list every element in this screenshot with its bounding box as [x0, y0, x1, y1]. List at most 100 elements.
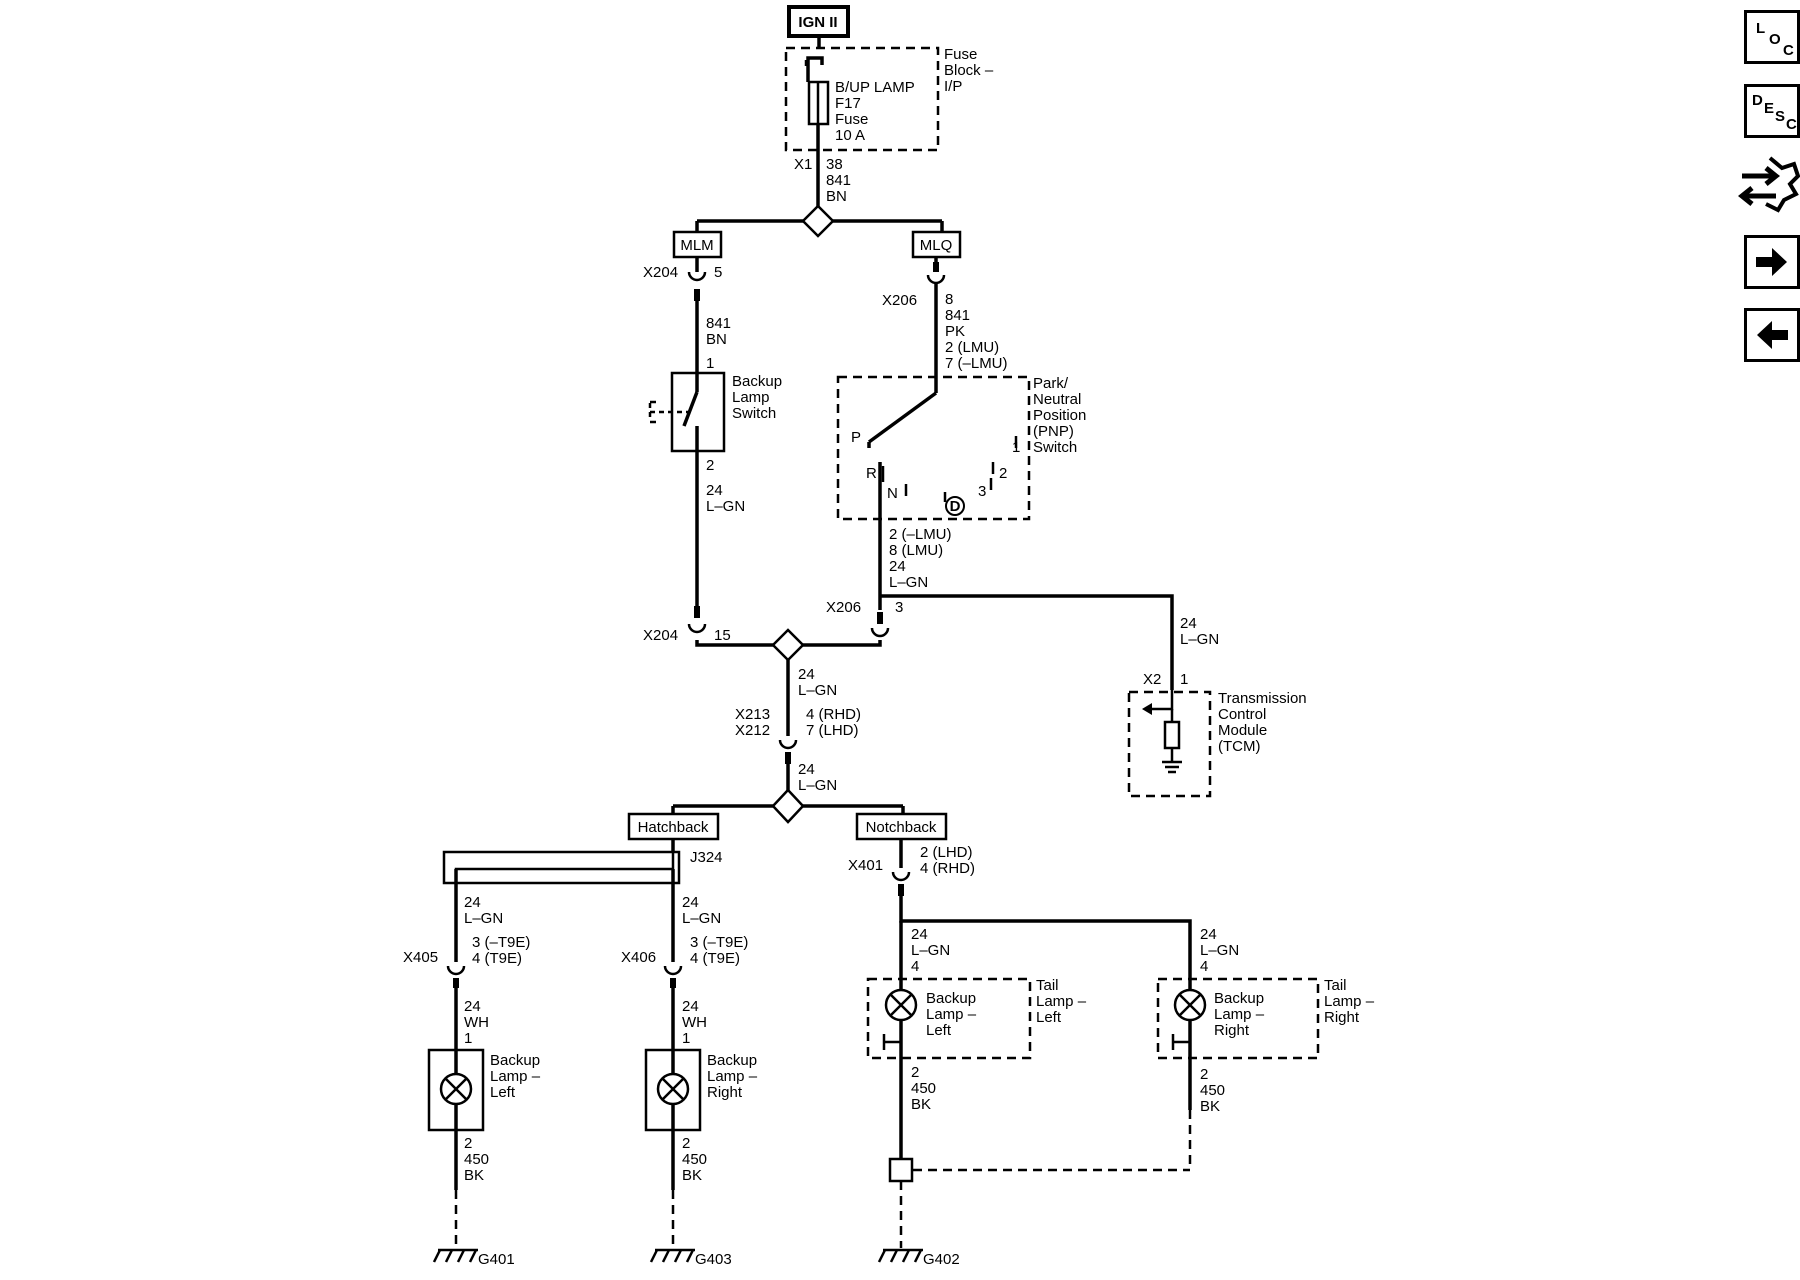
pnp-pos-3: 3	[978, 483, 986, 500]
backup-lamp-switch	[648, 371, 726, 453]
notch-left-wire-top: 24 L–GN 4	[911, 926, 954, 975]
pnp-name: Park/ Neutral Position (PNP) Switch	[1033, 375, 1091, 456]
loc-letter-l: L	[1756, 20, 1766, 37]
next-button[interactable]	[1744, 235, 1800, 289]
ground-g403-label: G403	[695, 1251, 732, 1268]
x204-bottom-connector	[687, 622, 707, 634]
j324-junction	[442, 850, 681, 885]
bls-name: Backup Lamp Switch	[732, 373, 786, 422]
x401-label: X401	[848, 857, 883, 874]
splice-middle	[771, 628, 805, 662]
x204-top-pin: 5	[714, 264, 722, 281]
desc-button[interactable]: D E S C	[1744, 84, 1800, 138]
fuse-output-wire: 38 841 BN	[826, 156, 855, 205]
ground-g401-icon	[432, 1248, 480, 1264]
x204-bottom-label: X204	[643, 627, 678, 644]
svg-text:Notchback: Notchback	[866, 819, 937, 836]
x213-pins: 4 (RHD) 7 (LHD)	[806, 706, 865, 739]
svg-text:MLM: MLM	[680, 237, 713, 254]
x206-top-connector	[926, 273, 946, 285]
tcm-name: Transmission Control Module (TCM)	[1218, 690, 1311, 755]
hatch-left-lamp-name: Backup Lamp – Left	[490, 1052, 544, 1101]
arrow-left-icon	[1757, 321, 1788, 349]
ground-g402-label: G402	[923, 1251, 960, 1268]
notch-right-wire-top: 24 L–GN 4	[1200, 926, 1243, 975]
option-hatchback: Hatchback	[627, 812, 720, 841]
pnp-pos-p: P	[851, 429, 861, 446]
notch-left-housing: Tail Lamp – Left	[1036, 977, 1090, 1026]
pnp-pos-2: 2	[999, 465, 1007, 482]
hatch-right-lamp	[644, 1048, 702, 1132]
notch-right-lamp-name: Backup Lamp – Right	[1214, 990, 1268, 1039]
ground-g403-icon	[649, 1248, 697, 1264]
hatch-right-lamp-name: Backup Lamp – Right	[707, 1052, 761, 1101]
notch-right-tail-lamp	[1156, 977, 1320, 1060]
x213-labels: X213 X212	[735, 706, 774, 739]
fuse-block: Fuse Block – I/P B/UP LAMP F17 Fuse 10 A	[784, 46, 997, 152]
x213-connector	[778, 738, 798, 750]
svg-text:Hatchback: Hatchback	[638, 819, 709, 836]
notch-right-wire-bottom: 2 450 BK	[1200, 1066, 1229, 1115]
fuse-label: B/UP LAMP F17 Fuse 10 A	[835, 79, 919, 144]
option-mlm: MLM	[672, 230, 723, 259]
loc-letter-c: C	[1783, 42, 1794, 59]
ground-g402-icon	[877, 1248, 925, 1264]
pnp-pos-n: N	[887, 485, 898, 502]
hatch-right-wire-bottom: 2 450 BK	[682, 1135, 711, 1184]
x206-bottom-label: X206	[826, 599, 861, 616]
splice-bottom	[771, 788, 805, 824]
pnp-pos-r: R	[866, 465, 877, 482]
fuse-conn-label: X1	[794, 156, 812, 173]
connector-nav-icon[interactable]	[1737, 154, 1800, 214]
option-notchback: Notchback	[855, 812, 948, 841]
hatch-left-wire-bottom: 2 450 BK	[464, 1135, 493, 1184]
hatch-left-wire-top: 24 L–GN 3 (–T9E) 4 (T9E)	[464, 894, 535, 967]
loc-button[interactable]: L O C	[1744, 10, 1800, 64]
x204-top-label: X204	[643, 264, 678, 281]
notch-right-housing: Tail Lamp – Right	[1324, 977, 1378, 1026]
desc-letter-c: C	[1786, 116, 1797, 133]
notch-left-lamp-name: Backup Lamp – Left	[926, 990, 980, 1039]
x204-bottom-pin: 15	[714, 627, 731, 644]
x406-label: X406	[621, 949, 656, 966]
desc-letter-d: D	[1752, 92, 1763, 109]
svg-text:IGN II: IGN II	[798, 14, 837, 31]
tcm-conn: X2	[1143, 671, 1161, 688]
svg-text:MLQ: MLQ	[920, 237, 953, 254]
after-x213-wire: 24 L–GN	[798, 761, 837, 794]
x405-connector	[446, 964, 466, 976]
x204-top-connector	[687, 270, 707, 282]
notch-left-tail-lamp	[866, 977, 1032, 1060]
pnp-pos-d: D	[950, 498, 961, 515]
hatch-right-wire-top: 24 L–GN 3 (–T9E) 4 (T9E)	[682, 894, 753, 967]
ground-g401-label: G401	[478, 1251, 515, 1268]
pnp-wire-bottom: 2 (–LMU) 8 (LMU) 24 L–GN	[889, 526, 956, 591]
hatch-left-wire-mid: 24 WH 1	[464, 998, 493, 1047]
hatch-left-lamp	[427, 1048, 485, 1132]
pnp-wire-top: 8 841 PK 2 (LMU) 7 (–LMU)	[945, 291, 1008, 372]
x405-label: X405	[403, 949, 438, 966]
desc-letter-e: E	[1764, 100, 1775, 117]
notch-left-wire-bottom: 2 450 BK	[911, 1064, 940, 1113]
splice-top	[801, 204, 835, 238]
x406-connector	[663, 964, 683, 976]
hatch-right-wire-mid: 24 WH 1	[682, 998, 711, 1047]
tcm-pin: 1	[1180, 671, 1188, 688]
fuse-block-name: Fuse Block – I/P	[944, 46, 997, 95]
option-mlq: MLQ	[911, 230, 962, 259]
x206-top-label: X206	[882, 292, 917, 309]
bls-wire-top: 841 BN 1	[706, 315, 735, 372]
tcm-module	[1127, 690, 1212, 798]
previous-button[interactable]	[1744, 308, 1800, 362]
bls-wire-bottom: 2 24 L–GN	[706, 457, 745, 515]
x401-pins: 2 (LHD) 4 (RHD)	[920, 844, 977, 877]
pnp-switch: P R N D 3 2 1	[836, 375, 1031, 521]
ignition-label: IGN II	[787, 5, 850, 38]
splice-wire: 24 L–GN	[798, 666, 837, 699]
arrow-right-icon	[1756, 248, 1787, 276]
x206-bottom-connector	[870, 626, 890, 638]
loc-letter-o: O	[1769, 31, 1781, 48]
desc-letter-s: S	[1775, 108, 1786, 125]
x206-bottom-pin: 3	[895, 599, 903, 616]
